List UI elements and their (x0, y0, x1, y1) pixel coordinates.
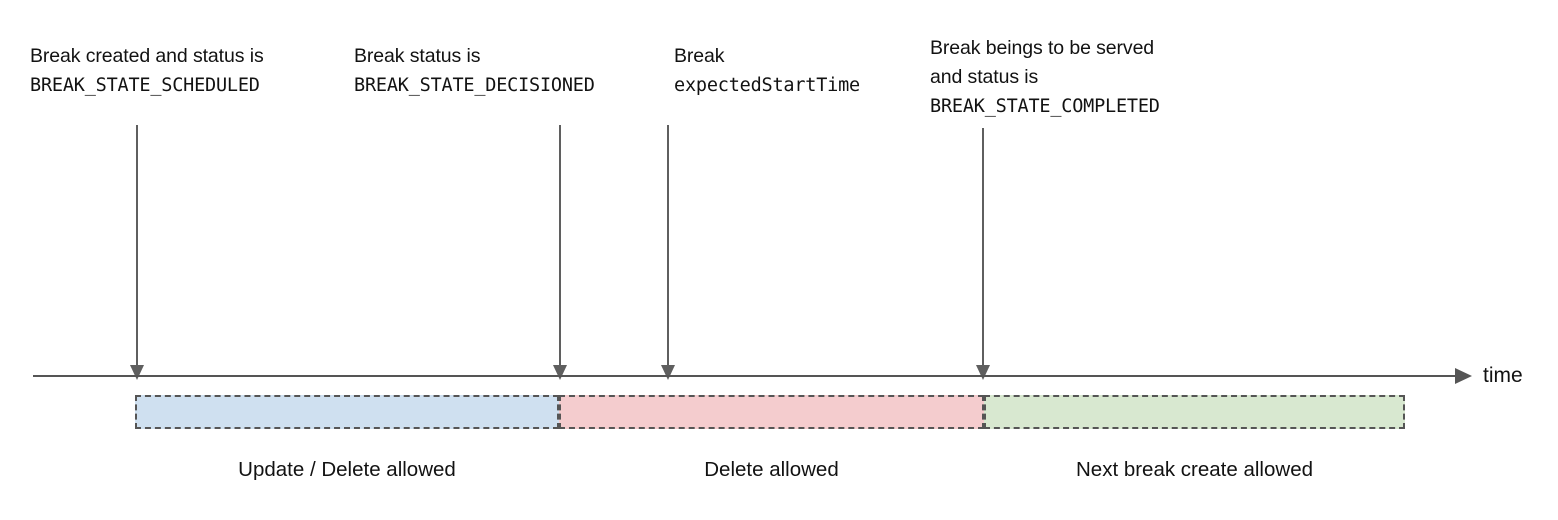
time-axis-line (33, 375, 1460, 377)
marker-arrow-stem (136, 125, 138, 365)
phase-caption-delete-only: Delete allowed (704, 458, 839, 481)
time-axis-label: time (1483, 364, 1523, 387)
marker-label-line: and status is (930, 66, 1039, 88)
marker-arrow-stem (559, 125, 561, 365)
marker-label-line: Break (674, 45, 725, 67)
phase-caption-update-delete: Update / Delete allowed (238, 458, 456, 481)
marker-arrow-stem (667, 125, 669, 365)
marker-label-scheduled: Break created and status is BREAK_STATE_… (30, 42, 264, 100)
marker-arrow-head-icon (976, 365, 990, 380)
marker-arrow-stem (982, 128, 984, 365)
marker-label-line: Break beings to be served (930, 37, 1155, 59)
marker-label-line: BREAK_STATE_SCHEDULED (30, 75, 260, 96)
phase-bar-delete-only (559, 395, 984, 429)
marker-label-line: Break status is (354, 45, 481, 67)
marker-arrow-head-icon (661, 365, 675, 380)
marker-label-line: Break created and status is (30, 45, 264, 67)
phase-bar-update-delete (135, 395, 559, 429)
marker-arrow-head-icon (553, 365, 567, 380)
marker-label-line: BREAK_STATE_COMPLETED (930, 96, 1160, 117)
time-axis-arrow-icon (1455, 368, 1472, 384)
marker-label-expected-start-time: Break expectedStartTime (674, 42, 860, 100)
marker-label-line: expectedStartTime (674, 75, 860, 96)
marker-label-line: BREAK_STATE_DECISIONED (354, 75, 595, 96)
phase-bar-next-break-create (984, 395, 1405, 429)
marker-label-decisioned: Break status is BREAK_STATE_DECISIONED (354, 42, 595, 100)
marker-arrow-head-icon (130, 365, 144, 380)
phase-caption-next-break-create: Next break create allowed (1075, 458, 1313, 481)
marker-label-completed: Break beings to be served and status is … (930, 34, 1160, 121)
